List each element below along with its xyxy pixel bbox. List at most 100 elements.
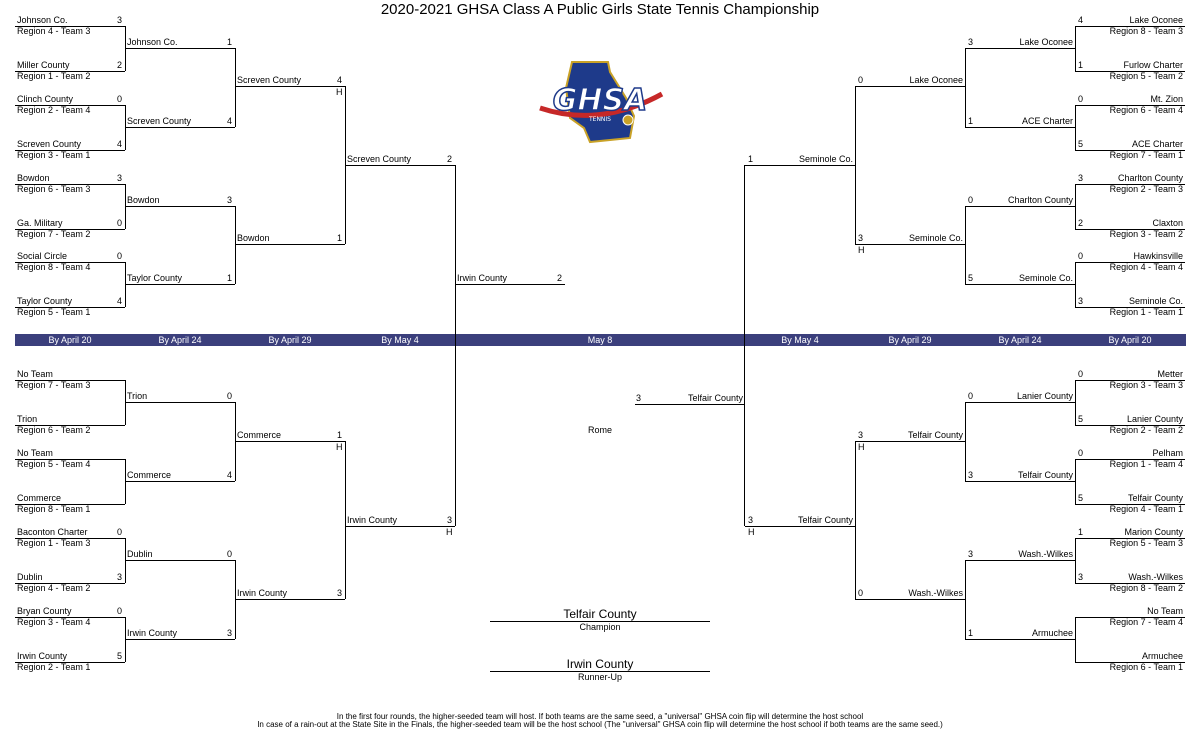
team-name: Metter (1157, 369, 1183, 379)
score: 2 (116, 60, 122, 70)
team-name: No Team (1147, 606, 1183, 616)
round-label: By May 4 (781, 335, 819, 345)
site-label: Rome (588, 425, 613, 435)
seed-label: Region 4 - Team 2 (17, 583, 91, 593)
score: 0 (116, 218, 122, 228)
score: 3 (636, 393, 642, 403)
seed-label: Region 6 - Team 3 (17, 184, 91, 194)
team-name: Armuchee (1141, 651, 1183, 661)
round-label: By April 24 (998, 335, 1042, 345)
round-label: By May 4 (381, 335, 419, 345)
seed-label: Region 2 - Team 4 (17, 105, 91, 115)
team-name: Marion County (1124, 527, 1183, 537)
seed-label: Region 8 - Team 3 (1109, 26, 1183, 36)
champion-label: Champion (579, 622, 621, 632)
team-name: Commerce (237, 430, 282, 440)
team-name: Baconton Charter (17, 527, 88, 537)
team-name: Taylor County (17, 296, 73, 306)
score: 3 (968, 470, 974, 480)
team-name: Charlton County (1117, 173, 1183, 183)
team-name: Pelham (1152, 448, 1183, 458)
svg-text:TENNIS: TENNIS (588, 116, 611, 123)
team-name: Claxton (1152, 218, 1183, 228)
team-name: ACE Charter (1131, 139, 1183, 149)
team-name: No Team (17, 448, 53, 458)
seed-label: Region 7 - Team 3 (17, 380, 91, 390)
score: 3 (336, 588, 342, 598)
host-mark: H (336, 87, 343, 97)
seed-label: Region 8 - Team 1 (17, 504, 91, 514)
seed-label: Region 5 - Team 2 (1109, 71, 1183, 81)
team-name: Irwin County (237, 588, 288, 598)
seed-label: Region 2 - Team 1 (17, 662, 91, 672)
team-name: Wash.-Wilkes (1128, 572, 1183, 582)
seed-label: Region 6 - Team 2 (17, 425, 91, 435)
team-name: No Team (17, 369, 53, 379)
seed-label: Region 3 - Team 2 (1109, 229, 1183, 239)
seed-label: Region 8 - Team 4 (17, 262, 91, 272)
team-name: Furlow Charter (1123, 60, 1183, 70)
score: 4 (226, 470, 232, 480)
team-name: Lanier County (1126, 414, 1183, 424)
score: 0 (1078, 251, 1084, 261)
team-name: Wash.-Wilkes (908, 588, 963, 598)
team-name: Johnson Co. (127, 37, 178, 47)
score: 0 (968, 391, 974, 401)
seed-label: Region 5 - Team 3 (1109, 538, 1183, 548)
team-name: Seminole Co. (908, 233, 963, 243)
team-name: Irwin County (127, 628, 178, 638)
team-name: Ga. Military (17, 218, 63, 228)
score: 1 (968, 116, 974, 126)
round-label: By April 24 (158, 335, 202, 345)
score: 0 (116, 527, 122, 537)
team-name: Lake Oconee (1129, 15, 1183, 25)
score: 5 (1078, 493, 1084, 503)
score: 1 (226, 273, 232, 283)
score: 2 (556, 273, 562, 283)
seed-label: Region 6 - Team 1 (1109, 662, 1183, 672)
score: 0 (226, 549, 232, 559)
team-name: Bowdon (17, 173, 50, 183)
team-name: Social Circle (17, 251, 68, 261)
team-name: ACE Charter (1021, 116, 1073, 126)
score: 0 (226, 391, 232, 401)
seed-label: Region 1 - Team 3 (17, 538, 91, 548)
rainout-note: In case of a rain-out at the State Site … (257, 720, 943, 729)
score: 0 (858, 588, 864, 598)
seed-label: Region 5 - Team 1 (17, 307, 91, 317)
score: 3 (226, 628, 232, 638)
score: 0 (1078, 369, 1084, 379)
team-name: Hawkinsville (1133, 251, 1183, 261)
team-name: Clinch County (17, 94, 74, 104)
score: 3 (226, 195, 232, 205)
score: 1 (1078, 527, 1084, 537)
score: 3 (116, 15, 122, 25)
score: 1 (968, 628, 974, 638)
seed-label: Region 3 - Team 3 (1109, 380, 1183, 390)
team-name: Telfair County (797, 515, 853, 525)
score: 3 (116, 572, 122, 582)
runner-up-name: Irwin County (566, 657, 634, 671)
score: 0 (116, 251, 122, 261)
score: 1 (226, 37, 232, 47)
score: 0 (858, 75, 864, 85)
score: 4 (1078, 15, 1084, 25)
team-name: Screven County (237, 75, 302, 85)
seed-label: Region 1 - Team 4 (1109, 459, 1183, 469)
seed-label: Region 2 - Team 3 (1109, 184, 1183, 194)
score: 3 (968, 37, 974, 47)
team-name: Bowdon (127, 195, 160, 205)
team-name: Miller County (17, 60, 70, 70)
team-name: Trion (17, 414, 38, 424)
page-title: 2020-2021 GHSA Class A Public Girls Stat… (380, 1, 820, 18)
team-name: Johnson Co. (17, 15, 68, 25)
team-name: Charlton County (1007, 195, 1073, 205)
team-name: Telfair County (1017, 470, 1073, 480)
team-name: Irwin County (17, 651, 68, 661)
host-mark: H (748, 527, 755, 537)
score: 3 (858, 430, 864, 440)
score: 3 (748, 515, 754, 525)
